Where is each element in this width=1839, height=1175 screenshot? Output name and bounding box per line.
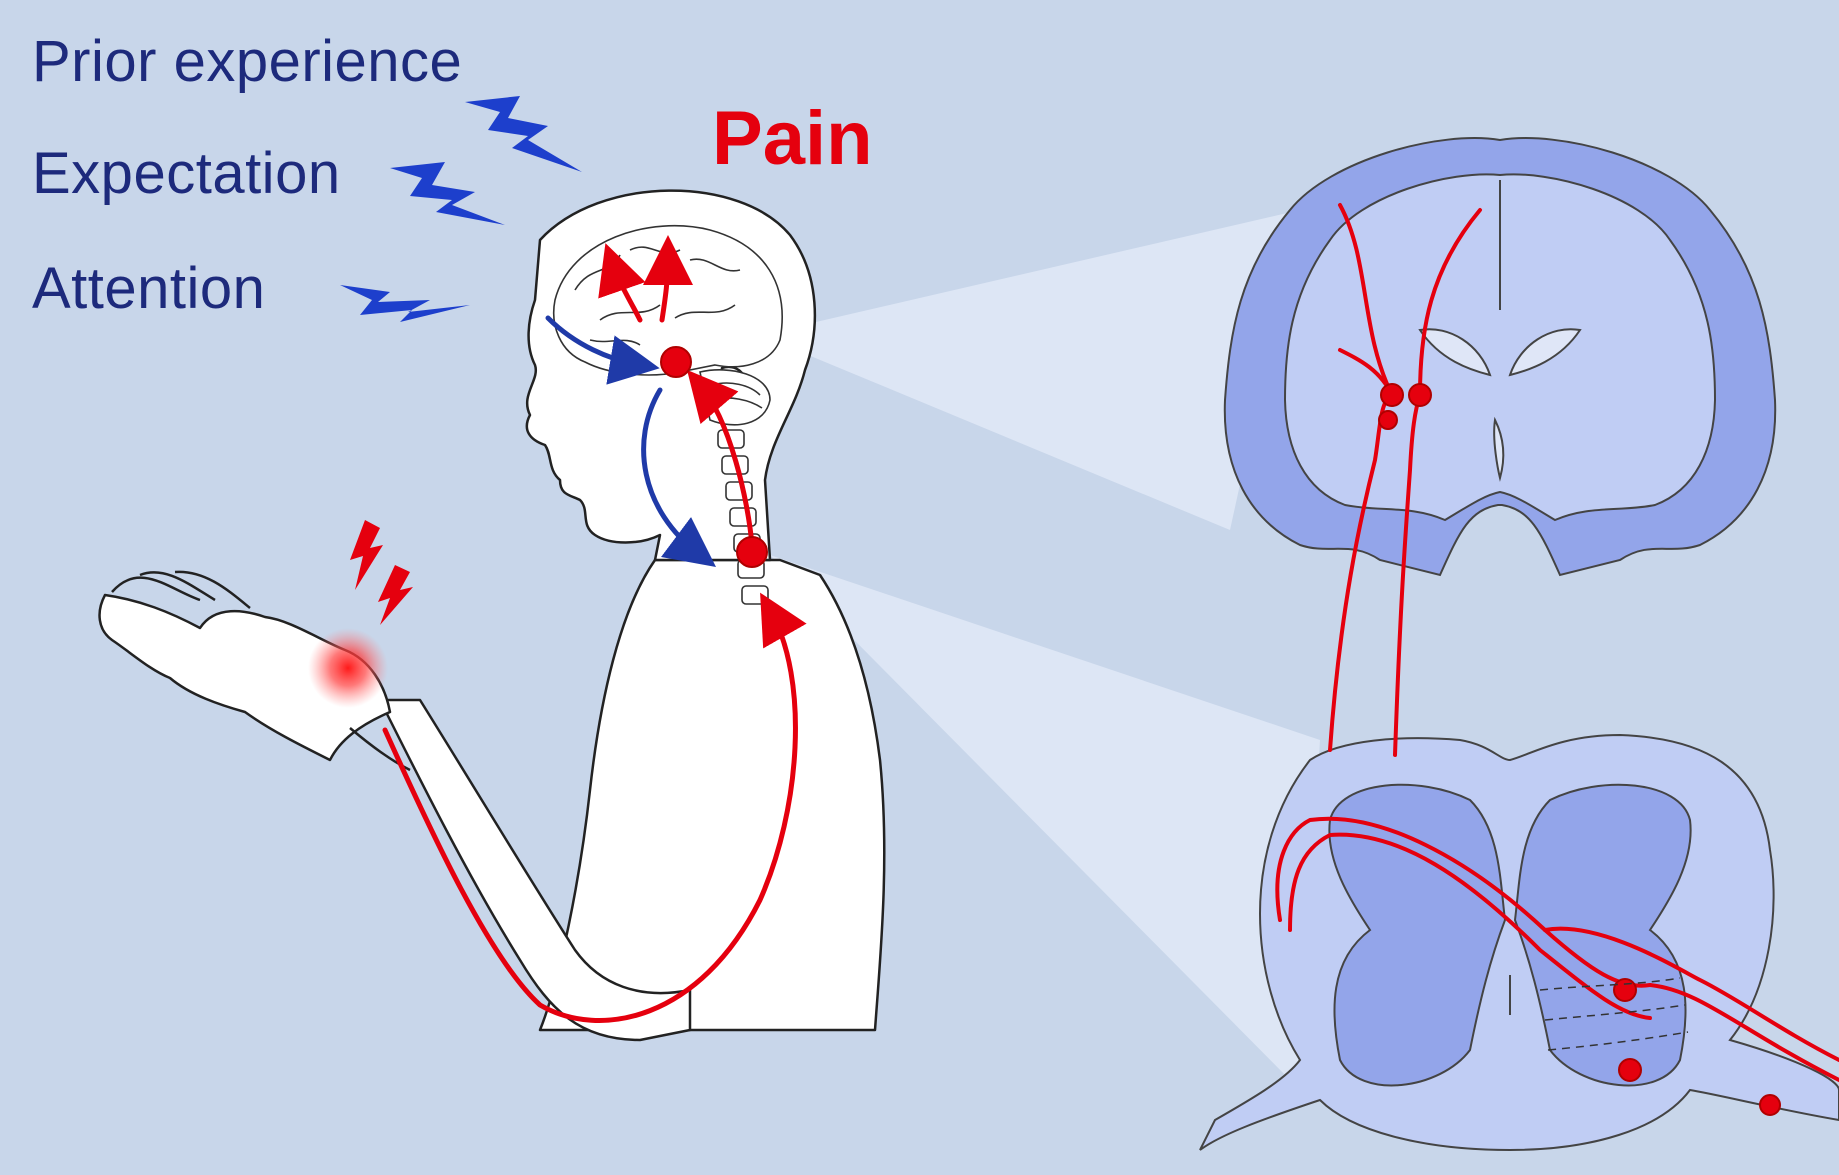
brain-zoom-cone	[760, 210, 1300, 530]
prior-experience-label: Prior experience	[32, 28, 462, 95]
spinal-cord-outline	[1200, 735, 1839, 1150]
spinal-neuron	[737, 537, 767, 567]
spinal-cord-section	[1200, 735, 1839, 1150]
torso	[540, 560, 884, 1030]
thalamus-neuron	[661, 347, 691, 377]
brain-section	[1225, 138, 1775, 575]
injury-glow	[308, 628, 388, 708]
pain-label: Pain	[712, 95, 873, 182]
expectation-label: Expectation	[32, 140, 341, 207]
attention-label: Attention	[32, 255, 265, 322]
spark-icon	[350, 520, 413, 625]
